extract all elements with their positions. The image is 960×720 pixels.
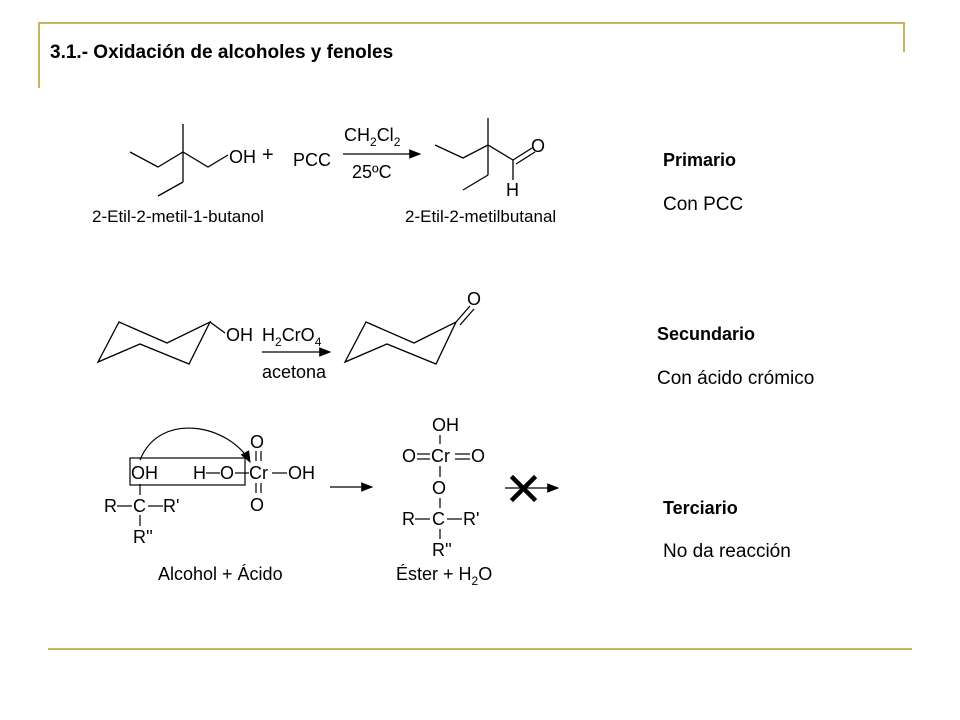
acid-o-bottom: O: [250, 495, 264, 515]
alcohol-c: C: [133, 496, 146, 516]
ester-o-link: O: [432, 478, 446, 498]
product-o: O: [531, 136, 545, 156]
ester-o-left: O: [402, 446, 416, 466]
ester-o-right: O: [471, 446, 485, 466]
product-butanal: [434, 118, 536, 191]
condition-label: 25ºC: [352, 162, 392, 182]
alcohol-r2: R'': [133, 527, 153, 547]
acid-o: O: [220, 463, 234, 483]
alcohol-r1: R': [163, 496, 179, 516]
acid-cr: Cr: [249, 463, 268, 483]
product-h: H: [506, 180, 519, 200]
secondary-title: Secundario: [657, 324, 756, 344]
right-rule: [903, 22, 905, 52]
alcohol-r: R: [104, 496, 117, 516]
product-name: 2-Etil-2-metilbutanal: [405, 207, 556, 226]
reactant-cyclohexanol: [96, 320, 226, 365]
ester-c: C: [432, 509, 445, 529]
right-caption: Éster + H2O: [396, 564, 492, 588]
acetone-label: acetona: [262, 362, 327, 382]
ester-r: R: [402, 509, 415, 529]
tertiary-title: Terciario: [663, 498, 738, 518]
ester-oh: OH: [432, 415, 459, 435]
chromic-acid-label: H2CrO4: [262, 325, 322, 349]
reactant-name: 2-Etil-2-metil-1-butanol: [92, 207, 264, 226]
acid-oh: OH: [288, 463, 315, 483]
no-reaction-x-icon: [509, 474, 538, 503]
top-rule: [40, 22, 904, 24]
tertiary-desc: No da reacción: [663, 541, 791, 562]
reactant-butanol: [129, 124, 229, 197]
secondary-desc: Con ácido crómico: [657, 368, 815, 389]
curved-arrow: [139, 427, 251, 464]
solvent-label: CH2Cl2: [344, 125, 401, 149]
cyclohexanol-oh: OH: [226, 325, 253, 345]
acid-h: H: [193, 463, 206, 483]
reagent-pcc: PCC: [293, 150, 331, 170]
left-rule: [38, 22, 40, 88]
product-cyclohexanone: [343, 305, 475, 365]
alcohol-oh: OH: [131, 463, 158, 483]
ester-cr: Cr: [431, 446, 450, 466]
ester-r2: R'': [432, 540, 452, 560]
bottom-rule: [48, 648, 912, 650]
reactant-oh: OH: [229, 147, 256, 167]
hydroxyl-box: [129, 457, 246, 486]
primary-desc: Con PCC: [663, 194, 744, 215]
ester-r1: R': [463, 509, 479, 529]
cyclohexanone-o: O: [467, 289, 481, 309]
slide-title: 3.1.- Oxidación de alcoholes y fenoles: [50, 42, 394, 63]
primary-title: Primario: [663, 150, 737, 170]
acid-o-top: O: [250, 432, 264, 452]
left-caption: Alcohol + Ácido: [158, 564, 283, 584]
plus-sign: +: [262, 144, 274, 166]
